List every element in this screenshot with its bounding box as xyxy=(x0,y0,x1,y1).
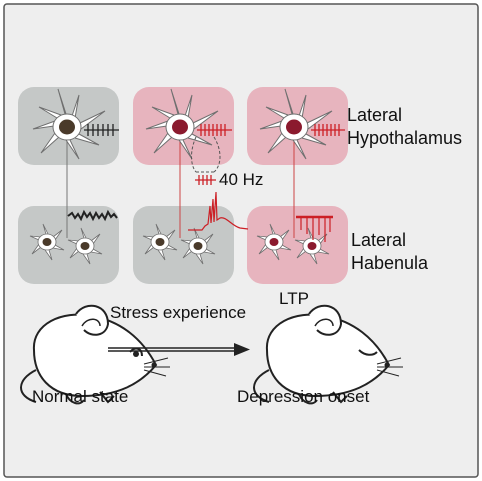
stress-experience-label: Stress experience xyxy=(110,303,247,322)
lateral-hypothalamus-label: Lateral Hypothalamus xyxy=(347,104,462,150)
lhb-neuron-icon-normal-2 xyxy=(67,227,103,265)
depression-onset-label: Depression onset xyxy=(237,387,370,406)
lh-neuron-icon-stress xyxy=(145,88,219,160)
lhb-trace-icon-normal xyxy=(67,209,118,222)
lhb-neuron-icon-normal-1 xyxy=(29,223,65,261)
mouse-icon-depressed xyxy=(253,304,404,405)
arrow-right-icon xyxy=(108,343,250,356)
ltp-label: LTP xyxy=(279,289,309,308)
lhb-trace-icon-depression xyxy=(296,215,333,242)
lhb-neuron-icon-depression-2 xyxy=(294,227,330,265)
lhb-neuron-icon-depression-1 xyxy=(256,223,292,261)
lh-spike-train-icon-normal xyxy=(84,124,119,136)
lhb-label-line-2: Habenula xyxy=(351,253,429,273)
lh-spike-train-icon-depression xyxy=(311,124,345,136)
epsp-trace-icon xyxy=(188,191,249,231)
lhb-label-line-1: Lateral xyxy=(351,230,407,250)
normal-state-label: Normal state xyxy=(32,387,129,406)
lhb-neuron-icon-stress-1 xyxy=(142,223,178,261)
lateral-habenula-label: Lateral Habenula xyxy=(351,229,428,275)
lhb-box-depression xyxy=(247,206,348,284)
lh-label-line-2: Hypothalamus xyxy=(347,128,463,148)
zoom-bracket xyxy=(191,136,221,173)
lh-label-line-1: Lateral xyxy=(347,105,403,125)
lhb-neuron-icon-stress-2 xyxy=(180,227,216,265)
lh-neuron-icon-normal xyxy=(32,88,106,160)
lhb-box-stress xyxy=(133,206,234,284)
stim-spike-train-icon xyxy=(195,175,216,185)
stimulation-frequency-label: 40 Hz xyxy=(219,170,264,189)
lh-neuron-icon-depression xyxy=(259,88,333,160)
lh-spike-train-icon-stress xyxy=(197,124,232,136)
